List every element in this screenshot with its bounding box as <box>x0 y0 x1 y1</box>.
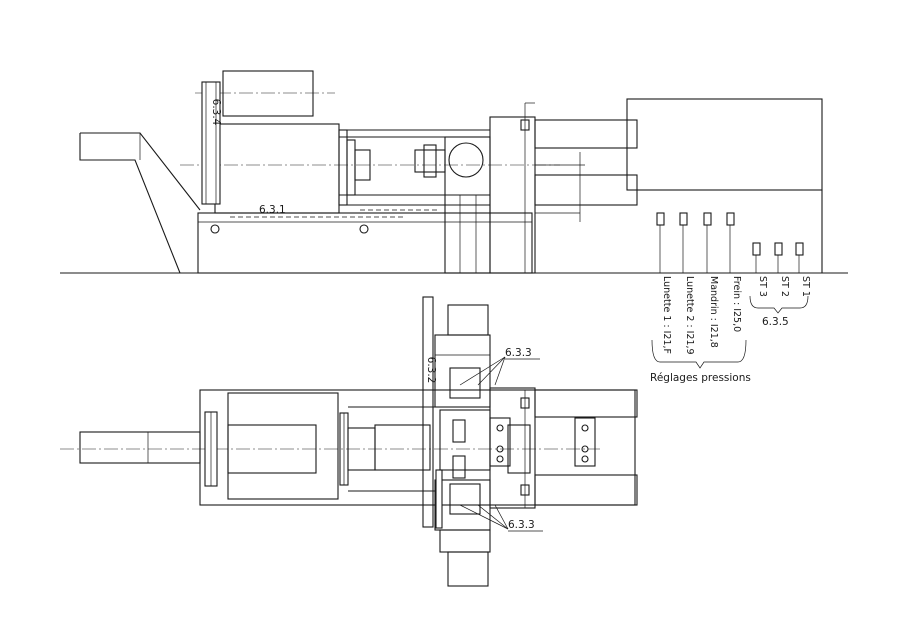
steady-rest-2 <box>574 417 596 467</box>
pressure-brace <box>651 339 747 369</box>
clamp-block <box>414 149 446 173</box>
plan-lower-arm <box>534 474 638 506</box>
plan-frame <box>199 389 636 506</box>
control-cabinet-body <box>637 189 823 273</box>
pulley-ref-label: 6.3.4 <box>210 99 222 126</box>
station-indicator-1 <box>795 242 804 256</box>
pressure-settings-title: Réglages pressions <box>650 372 751 384</box>
lower-pad <box>449 483 481 515</box>
upper-slide-outer <box>434 334 491 408</box>
pressure-item-lunette-1: Lunette 1 : I21,F <box>661 276 672 354</box>
pressure-item-lunette-2: Lunette 2 : I21,9 <box>684 276 695 355</box>
gauge-mandrin <box>703 212 712 226</box>
station-label-2: ST 2 <box>779 276 790 297</box>
station-indicator-2 <box>774 242 783 256</box>
pads-ref-label-bottom: 6.3.3 <box>508 519 535 531</box>
saddle-ref-label: 6.3.2 <box>425 357 437 384</box>
gauge-lunette-1 <box>656 212 665 226</box>
drive-pulley <box>201 81 221 205</box>
station-label-1: ST 1 <box>800 276 811 297</box>
plan-motor <box>227 392 339 500</box>
plan-upper-arm <box>534 389 638 418</box>
plan-view: 6.3.2 6.3.3 6.3.3 <box>60 296 638 587</box>
station-indicator-3 <box>752 242 761 256</box>
pressure-item-mandrin: Mandrin : I21,8 <box>708 276 719 348</box>
input-shaft <box>79 431 201 464</box>
gauge-lunette-2 <box>679 212 688 226</box>
plan-rear-column <box>489 387 536 509</box>
rear-column <box>489 116 536 274</box>
workpiece-circle <box>448 142 484 178</box>
stations-ref-label: 6.3.5 <box>762 316 789 328</box>
pads-ref-label-top: 6.3.3 <box>505 347 532 359</box>
upper-pad <box>449 367 481 399</box>
control-cabinet-top <box>626 98 823 191</box>
feed-chute <box>79 133 181 274</box>
motor-housing <box>222 70 314 117</box>
stations-brace <box>749 295 809 314</box>
saddle-plate <box>422 296 434 528</box>
plan-spindle-block <box>374 424 431 471</box>
gauge-frein <box>726 212 735 226</box>
station-label-3: ST 3 <box>757 276 768 297</box>
pressure-item-frein: Frein : I25,0 <box>731 276 742 332</box>
lower-arm <box>534 174 638 206</box>
machine-base <box>197 212 533 274</box>
headstock <box>214 123 340 214</box>
stations-block: ST 3 ST 2 ST 1 6.3.5 <box>749 276 811 328</box>
bed-ref-label: 6.3.1 <box>259 204 286 216</box>
chuck <box>338 129 348 206</box>
side-elevation-view: 6.3.4 6.3.1 <box>60 70 848 274</box>
upper-arm <box>534 119 638 149</box>
pressure-settings-block: Lunette 1 : I21,F Lunette 2 : I21,9 Mand… <box>650 276 751 384</box>
